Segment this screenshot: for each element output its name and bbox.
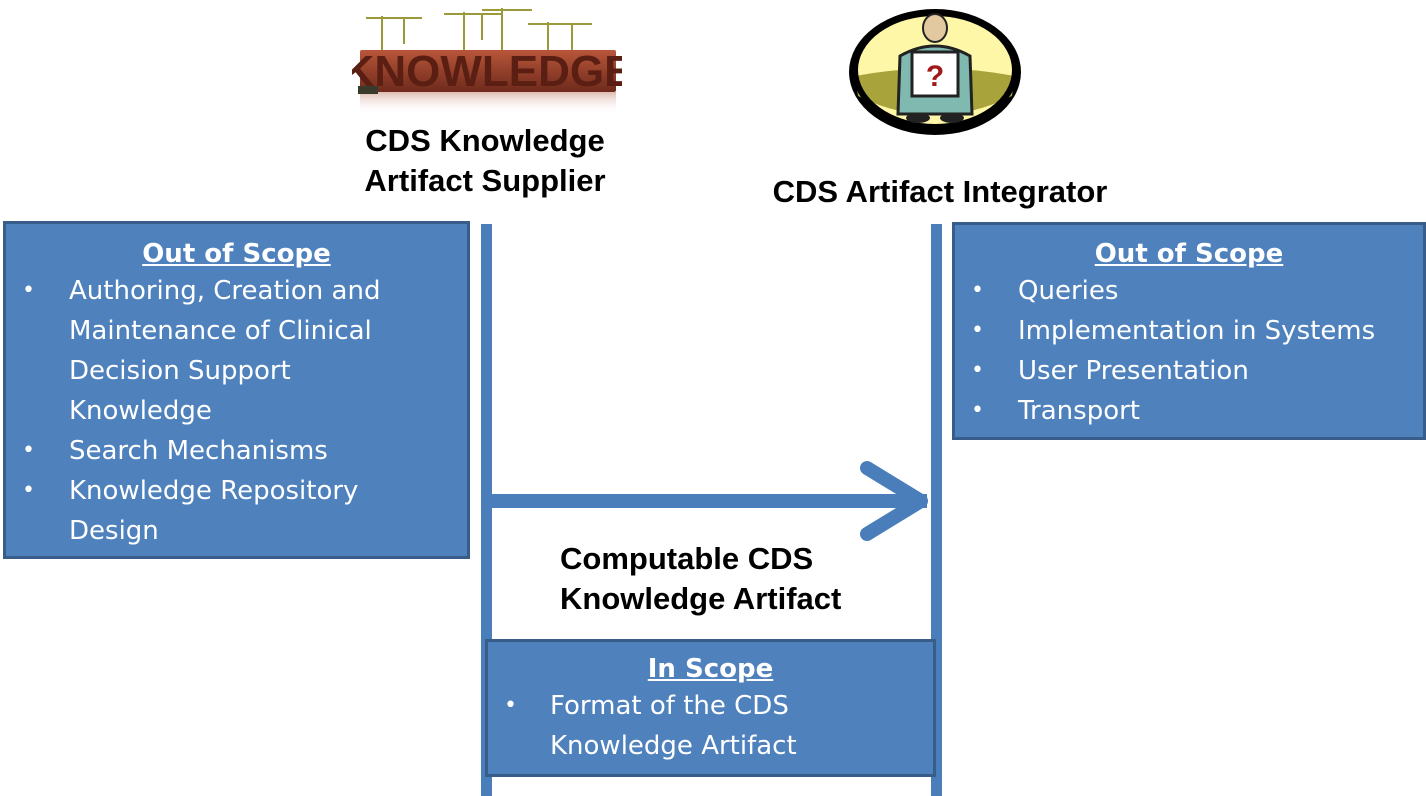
list-item: •Queries (955, 271, 1423, 311)
question-person-icon: ? (849, 9, 1021, 135)
bullet: • (971, 318, 984, 343)
supplier-title-line2: Artifact Supplier (364, 163, 606, 198)
list-item: •Implementation in Systems (955, 311, 1423, 351)
bullet: • (971, 358, 984, 383)
supplier-title-line1: CDS Knowledge (365, 123, 605, 158)
artifact-label-line1: Computable CDS (560, 541, 814, 576)
left-box-heading: Out of Scope (142, 239, 331, 269)
supplier-out-of-scope-box: Out of Scope • Authoring, Creation and M… (3, 221, 470, 559)
list-item: • Search Mechanisms (6, 431, 467, 471)
bullet: • (22, 478, 35, 503)
artifact-arrow (487, 461, 928, 541)
integrator-out-of-scope-box: Out of Scope •Queries •Implementation in… (952, 222, 1426, 440)
bullet: • (971, 398, 984, 423)
knowledge-image-text: KNOWLEDGE (352, 47, 622, 96)
bullet: • (504, 693, 517, 718)
bullet: • (22, 438, 35, 463)
in-scope-box: In Scope • Format of the CDS Knowledge A… (485, 639, 936, 777)
bullet: • (22, 278, 35, 303)
knowledge-construction-image: KNOWLEDGE (352, 8, 622, 114)
crane-icon (366, 8, 592, 51)
bullet: • (971, 278, 984, 303)
artifact-label: Computable CDS Knowledge Artifact (560, 539, 920, 619)
question-mark: ? (926, 60, 944, 93)
integrator-lifeline (931, 224, 942, 796)
supplier-lifeline (481, 224, 492, 796)
list-item: • Format of the CDS Knowledge Artifact (488, 686, 933, 766)
right-box-heading: Out of Scope (1094, 239, 1284, 269)
supplier-title: CDS Knowledge Artifact Supplier (330, 121, 640, 201)
list-item: •Transport (955, 391, 1423, 431)
right-box-list: •Queries •Implementation in Systems •Use… (955, 271, 1423, 431)
list-item: • Knowledge Repository Design (6, 471, 467, 551)
center-box-list: • Format of the CDS Knowledge Artifact (488, 686, 933, 766)
center-box-heading: In Scope (647, 654, 774, 684)
list-item: • Authoring, Creation and Maintenance of… (6, 271, 467, 431)
list-item: •User Presentation (955, 351, 1423, 391)
artifact-label-line2: Knowledge Artifact (560, 581, 842, 616)
integrator-title: CDS Artifact Integrator (772, 174, 1108, 209)
left-box-list: • Authoring, Creation and Maintenance of… (6, 271, 467, 551)
